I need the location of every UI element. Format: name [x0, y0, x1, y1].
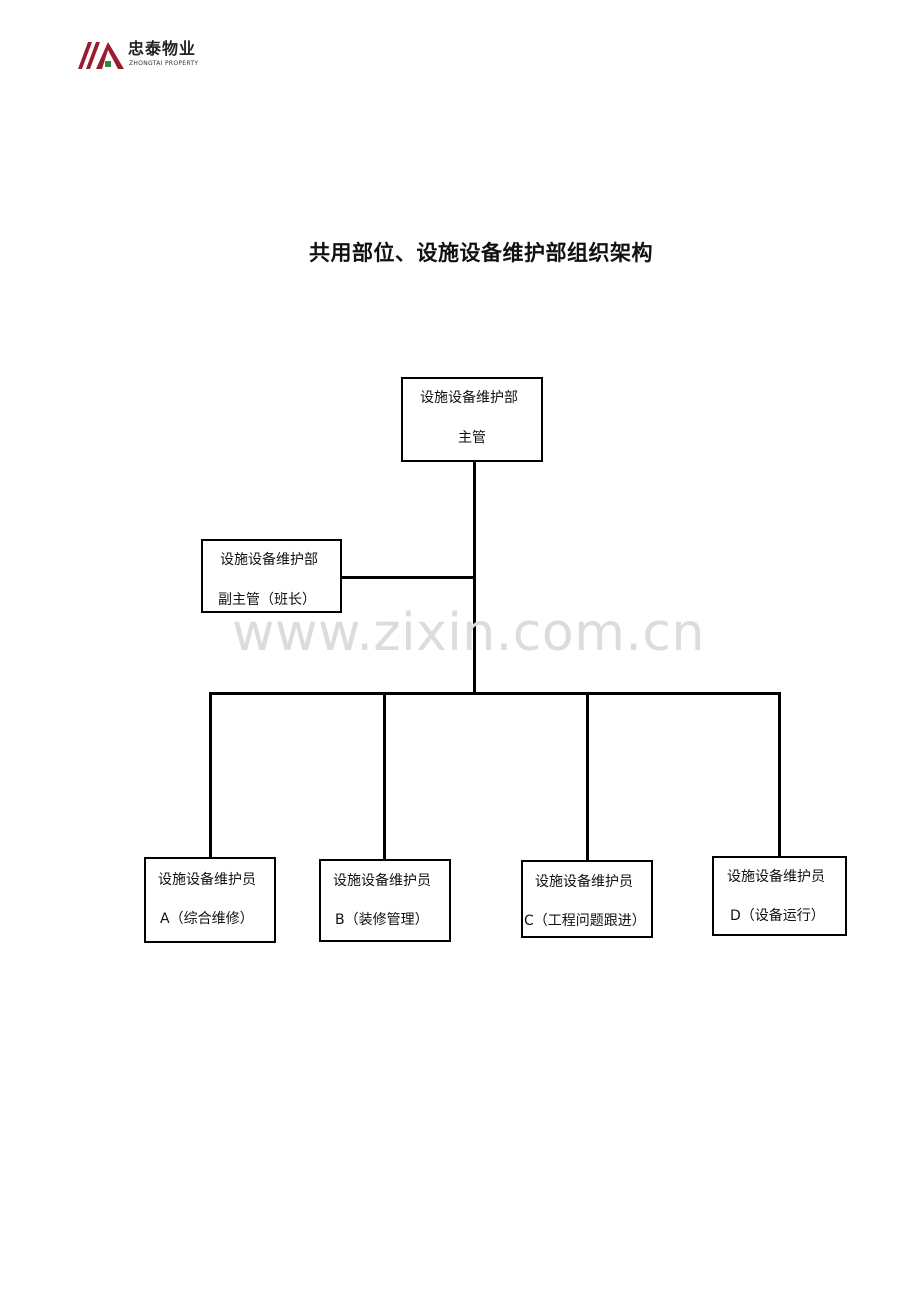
org-box-member-d-line1: 设施设备维护员: [727, 869, 825, 885]
org-box-member-c: 设施设备维护员 C（工程问题跟进）: [521, 860, 653, 938]
org-box-deputy-line2: 副主管（班长）: [218, 592, 316, 608]
logo-name-cn: 忠泰物业: [128, 39, 197, 58]
org-box-member-d-line2: D（设备运行）: [730, 908, 825, 924]
org-box-head: 设施设备维护部 主管: [401, 377, 543, 462]
org-box-head-line1: 设施设备维护部: [420, 390, 518, 406]
connector-trunk: [473, 460, 476, 693]
org-box-member-a-line2: A（综合维修）: [160, 911, 254, 927]
page-title: 共用部位、设施设备维护部组织架构: [309, 241, 653, 265]
org-box-member-b-line1: 设施设备维护员: [333, 873, 431, 889]
connector-member-b: [383, 692, 386, 860]
org-box-member-d: 设施设备维护员 D（设备运行）: [712, 856, 847, 936]
org-box-member-b: 设施设备维护员 B（装修管理）: [319, 859, 451, 942]
company-logo: 忠泰物业 ZHONGTAI PROPERTY: [78, 40, 208, 72]
logo-name-en: ZHONGTAI PROPERTY: [129, 60, 199, 67]
logo-mark-icon: [78, 42, 124, 69]
connector-member-c: [586, 695, 589, 861]
connector-bus: [210, 692, 781, 695]
connector-member-a: [209, 692, 212, 858]
org-box-member-b-line2: B（装修管理）: [335, 912, 429, 928]
connector-member-d: [778, 692, 781, 857]
org-box-member-c-line1: 设施设备维护员: [535, 874, 633, 890]
org-box-head-line2: 主管: [458, 430, 486, 446]
org-box-member-c-line2: C（工程问题跟进）: [524, 913, 646, 929]
org-box-deputy-line1: 设施设备维护部: [220, 552, 318, 568]
org-box-member-a: 设施设备维护员 A（综合维修）: [144, 857, 276, 943]
org-box-deputy: 设施设备维护部 副主管（班长）: [201, 539, 342, 613]
org-box-member-a-line1: 设施设备维护员: [158, 872, 256, 888]
connector-deputy: [340, 576, 473, 579]
